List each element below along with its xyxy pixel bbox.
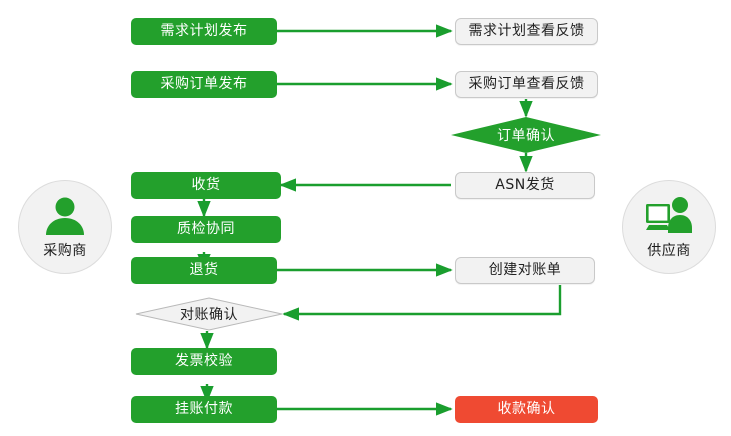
- node-asn-shipment[interactable]: ASN发货: [455, 172, 595, 199]
- node-label: 发票校验: [175, 352, 233, 369]
- node-label: 退货: [189, 261, 219, 278]
- actor-buyer-label: 采购商: [43, 242, 87, 259]
- node-receipt-confirm[interactable]: 收款确认: [455, 396, 598, 423]
- node-invoice-check[interactable]: 发票校验: [131, 348, 277, 375]
- node-label: 对账确认: [180, 307, 238, 323]
- actor-supplier-label: 供应商: [647, 242, 691, 259]
- node-payable-payment[interactable]: 挂账付款: [131, 396, 277, 423]
- edge-statement-to-reconcile: [282, 285, 562, 321]
- node-label: 采购订单发布: [160, 75, 248, 92]
- node-label: 挂账付款: [175, 400, 233, 417]
- node-reconcile-confirm[interactable]: 对账确认: [135, 297, 283, 331]
- node-label: 采购订单查看反馈: [468, 75, 585, 92]
- actor-buyer: 采购商: [18, 180, 112, 274]
- person-at-computer-icon: [646, 196, 692, 233]
- node-label: ASN发货: [495, 176, 555, 193]
- node-label: 收款确认: [497, 400, 556, 417]
- node-create-statement[interactable]: 创建对账单: [455, 257, 595, 284]
- node-label: 需求计划发布: [160, 22, 248, 39]
- diamond-shape: [135, 297, 283, 331]
- node-quality-collab[interactable]: 质检协同: [131, 216, 281, 243]
- node-label: 订单确认: [497, 128, 555, 144]
- node-receiving[interactable]: 收货: [131, 172, 281, 199]
- person-icon: [46, 197, 84, 235]
- node-label: 收货: [191, 176, 221, 193]
- node-purchase-order-publish[interactable]: 采购订单发布: [131, 71, 277, 98]
- node-demand-plan-feedback[interactable]: 需求计划查看反馈: [455, 18, 598, 45]
- node-label: 创建对账单: [488, 261, 562, 278]
- node-demand-plan-publish[interactable]: 需求计划发布: [131, 18, 277, 45]
- actor-supplier: 供应商: [622, 180, 716, 274]
- node-return-goods[interactable]: 退货: [131, 257, 277, 284]
- node-purchase-order-feedback[interactable]: 采购订单查看反馈: [455, 71, 598, 98]
- node-order-confirm[interactable]: 订单确认: [451, 117, 601, 153]
- node-label: 需求计划查看反馈: [468, 22, 585, 39]
- diamond-shape: [451, 117, 601, 153]
- node-label: 质检协同: [177, 220, 235, 237]
